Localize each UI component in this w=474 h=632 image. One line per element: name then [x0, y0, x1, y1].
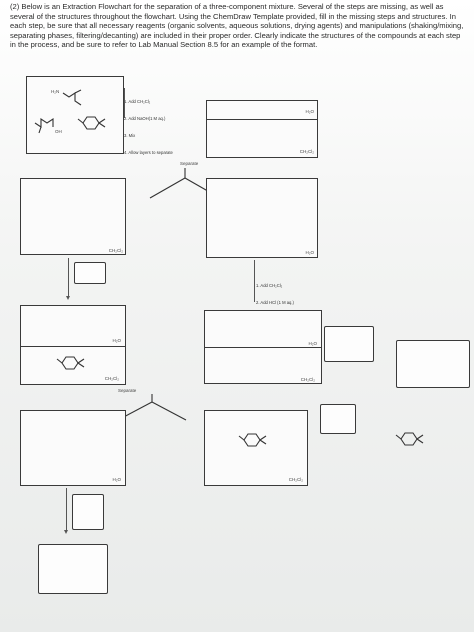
- h2o-label: H₂O: [305, 109, 315, 114]
- aqueous-layer-box-2: H₂O: [20, 410, 126, 486]
- step-4: 4. Allow layers to separate: [124, 149, 173, 155]
- arrow-line: [66, 488, 67, 532]
- sep-funnel-box-2: H₂O CH₂Cl₂: [20, 305, 126, 385]
- separate-label-2: Separate: [118, 388, 137, 393]
- neutral-compound-structure: [395, 432, 424, 446]
- h2o-label: H₂O: [112, 477, 122, 482]
- neutral-compound-structure: [77, 116, 106, 130]
- organic-layer-box-2: CH₂Cl₂: [204, 410, 308, 486]
- carboxylic-acid-structure: [34, 117, 54, 134]
- arrow-line: [68, 258, 69, 298]
- ch2cl2-label: CH₂Cl₂: [104, 376, 119, 381]
- h2o-label: H₂O: [112, 338, 122, 343]
- ch2cl2-label: CH₂Cl₂: [300, 377, 315, 382]
- h2o-label: H₂O: [305, 250, 315, 255]
- amine-structure: [62, 89, 82, 106]
- aqueous-layer-box-1: H₂O: [206, 178, 318, 258]
- answer-box-5[interactable]: [72, 494, 104, 530]
- step-1: 1. Add CH₂Cl₂: [256, 283, 283, 289]
- mixture-box: H₂N OH: [26, 76, 124, 154]
- layer-divider: [21, 346, 125, 347]
- answer-box-1[interactable]: [74, 262, 106, 284]
- neutral-compound-structure: [56, 356, 85, 370]
- ch2cl2-label: CH₂Cl₂: [288, 477, 303, 482]
- layer-divider: [207, 119, 317, 120]
- answer-box-4[interactable]: [320, 404, 356, 434]
- sep-funnel-box-1: H₂O CH₂Cl₂: [206, 100, 318, 158]
- question-prompt: (2) Below is an Extraction Flowchart for…: [10, 2, 464, 50]
- connector-line: [124, 88, 125, 118]
- answer-box-2[interactable]: [324, 326, 374, 362]
- ch2cl2-label: CH₂Cl₂: [108, 248, 123, 253]
- sep-funnel-box-3: H₂O CH₂Cl₂: [204, 310, 322, 384]
- arrow-head: [66, 296, 70, 300]
- acid-label: OH: [55, 129, 62, 134]
- answer-box-6[interactable]: [38, 544, 108, 594]
- connector-line: [254, 260, 255, 302]
- step-1: 1. Add CH₂Cl₂: [124, 99, 151, 105]
- organic-layer-box-1: CH₂Cl₂: [20, 178, 126, 255]
- arrow-head: [64, 530, 68, 534]
- separate-label-1: Separate: [180, 161, 199, 166]
- answer-box-3[interactable]: [396, 340, 470, 388]
- h2o-label: H₂O: [308, 341, 318, 346]
- amine-label: H₂N: [51, 89, 60, 94]
- step-2: 2. Add HCl (1 M aq.): [256, 299, 294, 305]
- neutral-compound-structure: [238, 433, 267, 447]
- layer-divider: [205, 347, 321, 348]
- step-2: 2. Add NaOH(1 M aq.): [124, 115, 166, 121]
- step-3: 3. Mix: [124, 132, 136, 138]
- ch2cl2-label: CH₂Cl₂: [299, 149, 314, 154]
- steps-block-first: 1. Add CH₂Cl₂ 2. Add NaOH(1 M aq.) 3. Mi…: [124, 88, 173, 166]
